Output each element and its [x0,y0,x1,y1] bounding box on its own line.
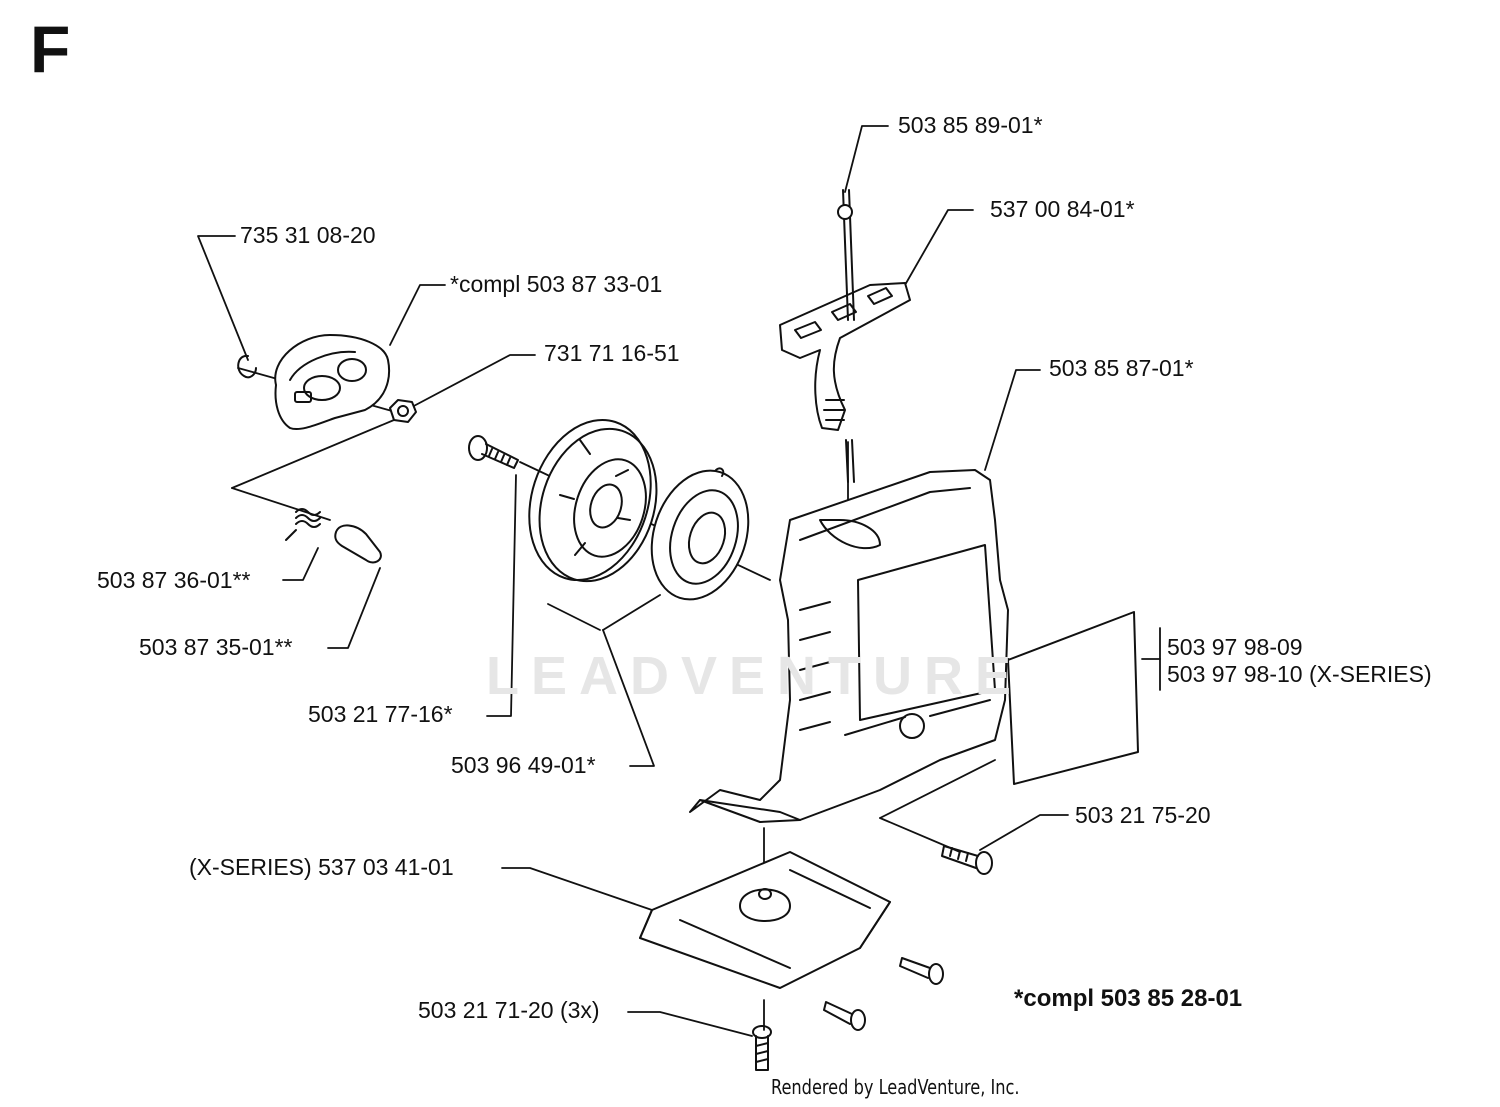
part-label: 503 87 35-01** [139,634,293,660]
part-label: 503 97 98-10 (X-SERIES) [1167,661,1432,687]
part-label: 503 87 36-01** [97,567,251,593]
part-label: 503 21 77-16* [308,701,453,727]
rope-pulley-part [528,418,658,583]
pawl-spring-part [285,508,321,541]
screw-part-5 [752,1025,772,1071]
part-label: 503 96 49-01* [451,752,596,778]
part-label: 731 71 16-51 [544,340,680,366]
part-label: 537 00 84-01* [990,196,1135,222]
circlip-part [237,354,257,379]
screw-part-2 [941,845,993,875]
watermark: LEADVENTURE [486,646,1024,706]
screw-part-3 [899,957,944,985]
part-label: (X-SERIES) 537 03 41-01 [189,854,454,880]
starter-rope-part [837,189,855,483]
part-label: *compl 503 87 33-01 [450,271,663,297]
kit-note: *compl 503 85 28-01 [1014,985,1243,1012]
decal-part [1007,611,1139,785]
recoil-spring-part [650,467,750,601]
pawl-part [334,524,382,564]
starter-housing-part [689,469,1009,823]
rendered-by-credit: Rendered by LeadVenture, Inc. [771,1075,1020,1099]
part-label: 735 31 08-20 [240,222,376,248]
nut-part [389,399,417,423]
section-letter: F [30,12,71,86]
screw-part-1 [468,435,519,469]
part-label: 503 97 98-09 [1167,634,1303,660]
part-label: 503 21 75-20 [1075,802,1211,828]
part-label: 503 85 87-01* [1049,355,1194,381]
bottom-plate-part [639,851,891,989]
pulley-cover-part [274,334,390,430]
starter-handle-part [779,282,911,431]
part-label: 503 21 71-20 (3x) [418,997,600,1023]
part-label: 503 85 89-01* [898,112,1043,138]
screw-part-4 [823,1001,866,1031]
